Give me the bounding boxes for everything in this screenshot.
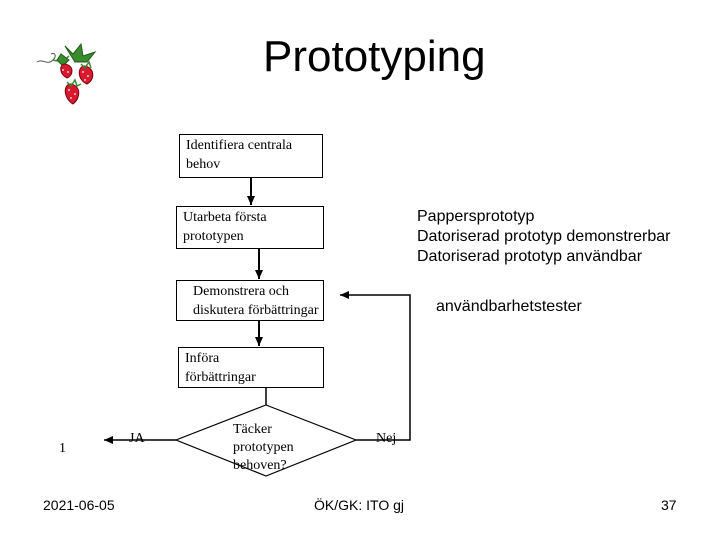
- decision-line1: Täcker: [233, 422, 272, 437]
- step-identify-line2: behov: [186, 157, 221, 172]
- step-demonstrate-line2: diskutera förbättringar: [193, 303, 319, 318]
- usability-tests-label: användbarhetstester: [436, 298, 582, 315]
- prototype-type-demo: Datoriserad prototyp demonstrerbar: [417, 228, 671, 245]
- step-implement-line2: förbättringar: [185, 370, 256, 385]
- decision-line2: prototypen: [233, 440, 294, 455]
- prototype-types-list: Pappersprototyp Datoriserad prototyp dem…: [417, 207, 670, 267]
- slide-title: Prototyping: [263, 32, 486, 81]
- footer-page-number: 37: [661, 497, 677, 513]
- strawberry-logo-icon: [36, 42, 97, 105]
- step-demonstrate: Demonstrera och diskutera förbättringar: [176, 280, 324, 321]
- no-label: Nej: [376, 431, 397, 446]
- step-identify-line1: Identifiera centrala: [186, 138, 293, 153]
- footer-date: 2021-06-05: [43, 497, 115, 513]
- step-develop-line2: prototypen: [183, 229, 244, 244]
- no-loop-line: [340, 291, 411, 441]
- terminal-node: [51, 427, 77, 453]
- decision-line3: behoven?: [233, 458, 287, 473]
- prototype-type-usable: Datoriserad prototyp användbar: [417, 248, 643, 265]
- step-identify-needs: Identifiera centrala behov: [179, 134, 323, 178]
- footer-center: ÖK/GK: ITO gj: [314, 497, 404, 513]
- step-develop-line1: Utarbeta första: [183, 210, 267, 225]
- step-implement-line1: Införa: [185, 351, 220, 366]
- step-demonstrate-line1: Demonstrera och: [193, 284, 290, 299]
- yes-label: JA: [129, 431, 145, 446]
- step-implement: Införa förbättringar: [178, 347, 324, 388]
- decision-diamond: [174, 404, 358, 477]
- terminal-label: 1: [59, 441, 66, 456]
- step-develop-prototype: Utarbeta första prototypen: [176, 206, 324, 249]
- prototype-type-paper: Pappersprototyp: [417, 208, 535, 225]
- decision-question: Täcker prototypen behoven?: [233, 421, 294, 475]
